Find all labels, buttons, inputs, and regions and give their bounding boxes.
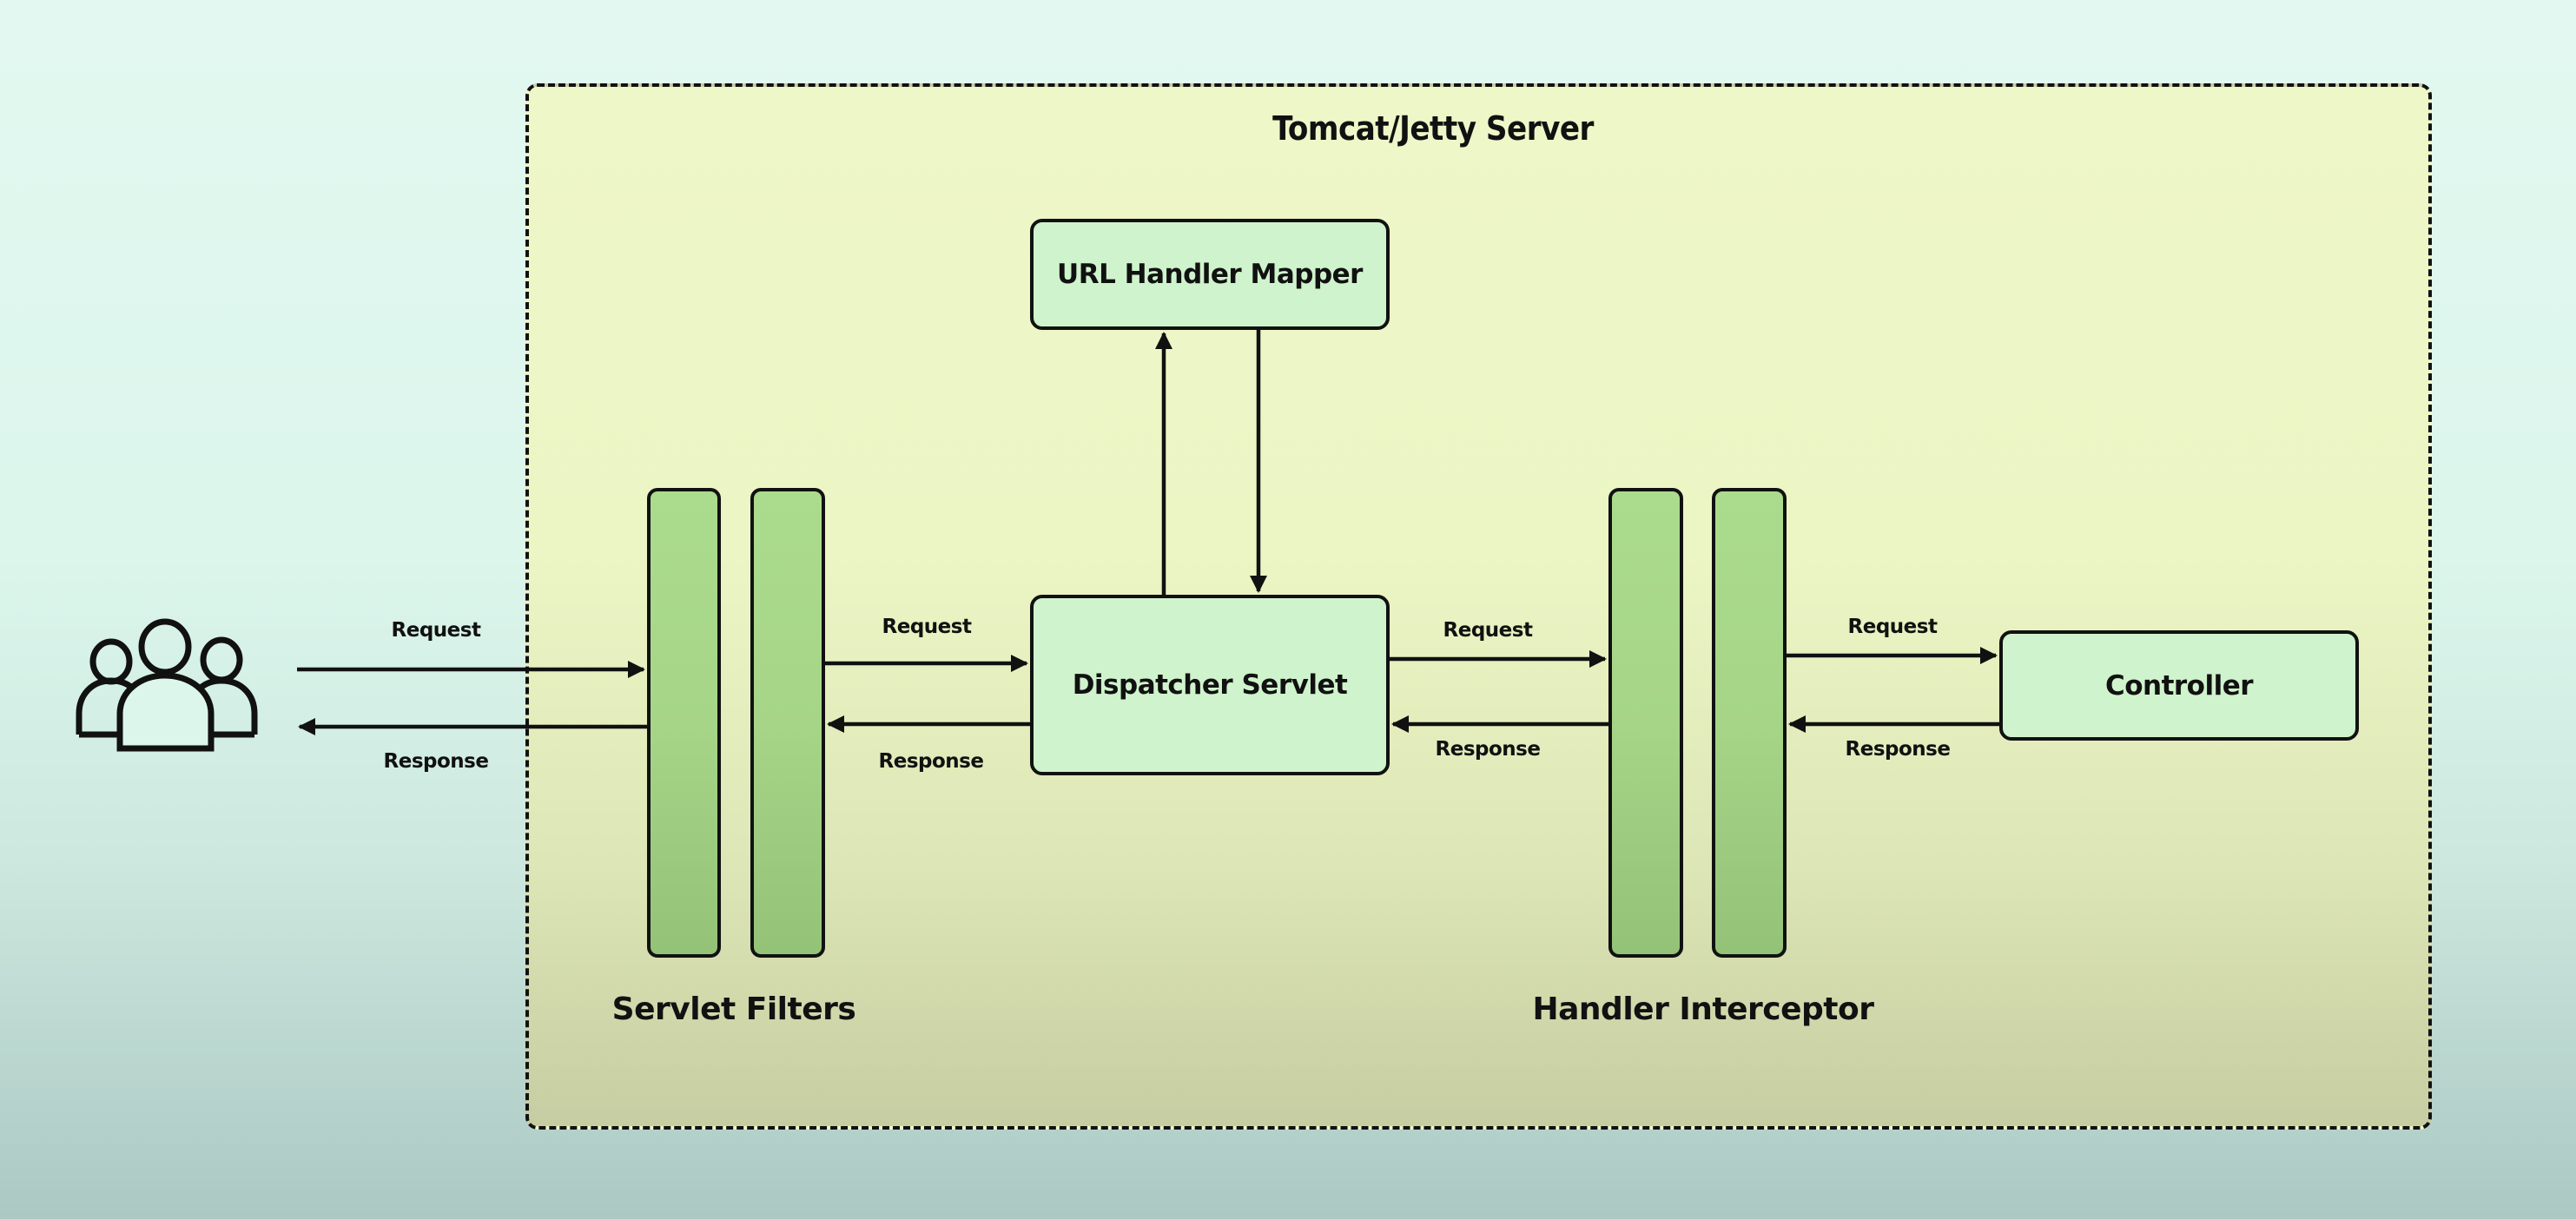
- client-response-label: Response: [383, 750, 489, 773]
- url-handler-mapper-box: URL Handler Mapper: [1030, 219, 1390, 330]
- handler-interceptor-bar-2: [1712, 488, 1787, 958]
- controller-label: Controller: [2104, 669, 2254, 702]
- controller-box: Controller: [1999, 630, 2359, 741]
- dispatcher-servlet-label: Dispatcher Servlet: [1072, 669, 1348, 701]
- dispatcher-request-label: Request: [1443, 619, 1533, 642]
- controller-response-label: Response: [1845, 738, 1951, 761]
- server-title: Tomcat/Jetty Server: [1272, 109, 1594, 148]
- handler-interceptor-bar-1: [1608, 488, 1683, 958]
- dispatcher-response-label: Response: [1435, 738, 1541, 761]
- servlet-filter-bar-2: [750, 488, 825, 958]
- url-handler-mapper-label: URL Handler Mapper: [1057, 259, 1363, 290]
- servlet-filter-bar-1: [647, 488, 721, 958]
- dispatcher-servlet-box: Dispatcher Servlet: [1030, 595, 1390, 775]
- users-group-icon: [76, 618, 258, 752]
- handler-interceptor-label: Handler Interceptor: [1532, 992, 1875, 1027]
- client-request-label: Request: [391, 619, 481, 642]
- filters-request-label: Request: [882, 616, 972, 638]
- filters-response-label: Response: [878, 750, 984, 773]
- controller-request-label: Request: [1847, 616, 1938, 638]
- servlet-filters-label: Servlet Filters: [611, 992, 856, 1027]
- server-container: [525, 83, 2432, 1130]
